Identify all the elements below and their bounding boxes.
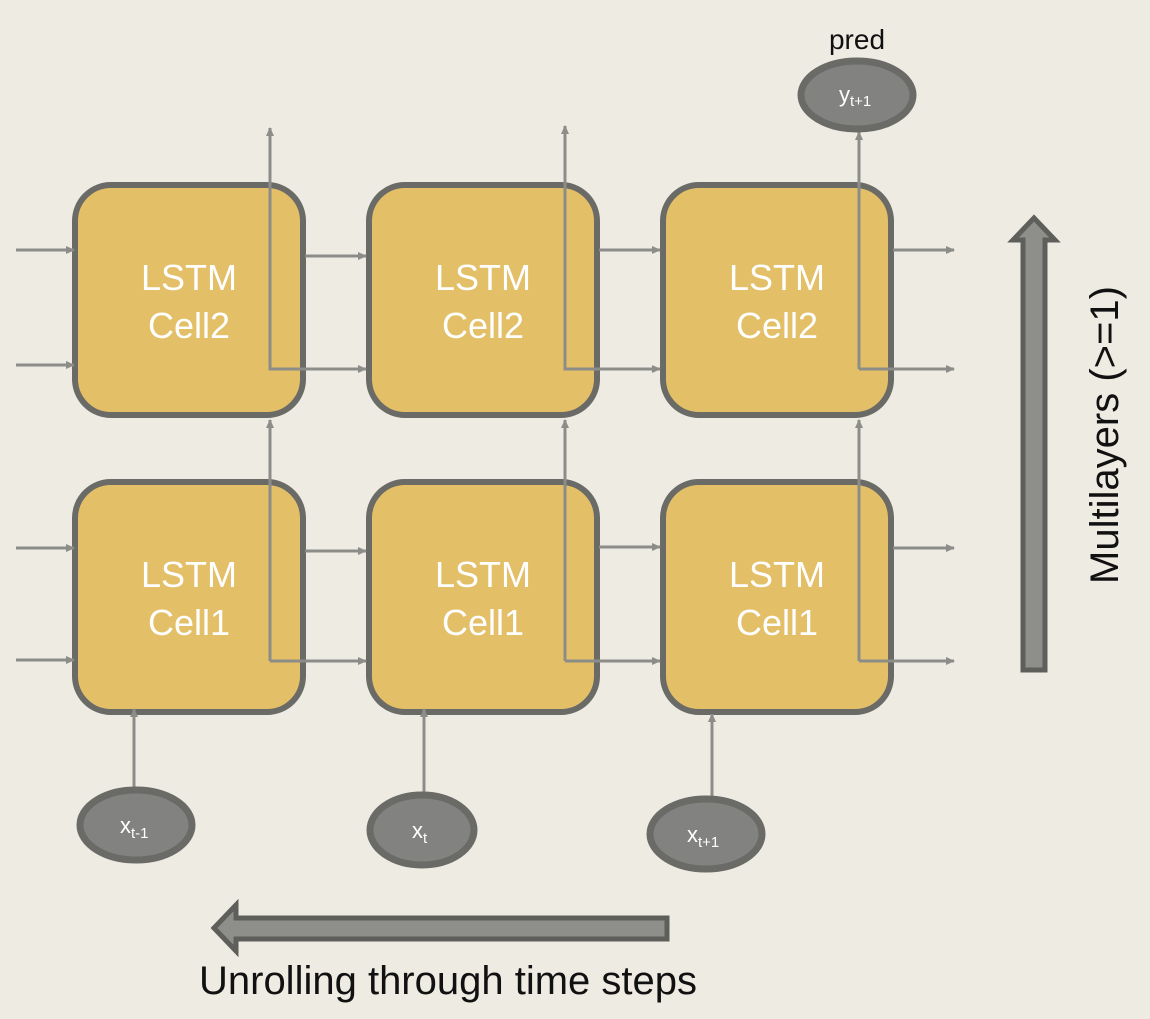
cell-label-line1: LSTM (729, 257, 825, 298)
output-symbol: y (839, 82, 850, 107)
lstm-cell-layer1-t: LSTM Cell1 (366, 479, 600, 715)
cell-label-line2: Cell1 (442, 602, 524, 643)
lstm-cell-layer2-t: LSTM Cell2 (366, 182, 600, 418)
input-node-x-t-plus-1: xt+1 (646, 795, 766, 873)
cell-label-line2: Cell2 (442, 305, 524, 346)
svg-text:yt+1: yt+1 (839, 82, 871, 110)
cell-label-line1: LSTM (435, 257, 531, 298)
cell-label-line2: Cell2 (148, 305, 230, 346)
lstm-cell-layer2-t-minus-1: LSTM Cell2 (72, 182, 306, 418)
cell-label-line1: LSTM (141, 554, 237, 595)
svg-text:xt+1: xt+1 (687, 822, 719, 851)
input-symbol: x (412, 818, 423, 843)
cell-label-line1: LSTM (435, 554, 531, 595)
svg-text:xt-1: xt-1 (120, 813, 149, 842)
cell-label-line1: LSTM (729, 554, 825, 595)
cell-label-line2: Cell1 (148, 602, 230, 643)
cell-label-line2: Cell2 (736, 305, 818, 346)
input-subscript: t-1 (131, 825, 149, 842)
input-subscript: t (423, 830, 428, 847)
cell-label-line2: Cell1 (736, 602, 818, 643)
input-node-x-t: xt (366, 791, 478, 869)
layer-axis-label: Multilayers (>=1) (1083, 286, 1127, 584)
cell-label-line1: LSTM (141, 257, 237, 298)
input-symbol: x (120, 813, 131, 838)
lstm-cell-layer1-t-plus-1: LSTM Cell1 (660, 479, 894, 715)
lstm-cell-layer1-t-minus-1: LSTM Cell1 (72, 479, 306, 715)
time-axis-arrow (210, 898, 670, 958)
layer-axis-arrow (1007, 214, 1061, 673)
svg-text:xt: xt (412, 818, 428, 847)
input-node-x-t-minus-1: xt-1 (76, 786, 196, 864)
prediction-label: pred (829, 24, 885, 55)
input-subscript: t+1 (698, 834, 719, 851)
lstm-cell-layer2-t-plus-1: LSTM Cell2 (660, 182, 894, 418)
time-axis-label: Unrolling through time steps (199, 959, 697, 1003)
output-subscript: t+1 (850, 93, 871, 110)
flow-arrows (16, 125, 955, 796)
output-node-y-t-plus-1: pred yt+1 (797, 24, 917, 133)
input-symbol: x (687, 822, 698, 847)
